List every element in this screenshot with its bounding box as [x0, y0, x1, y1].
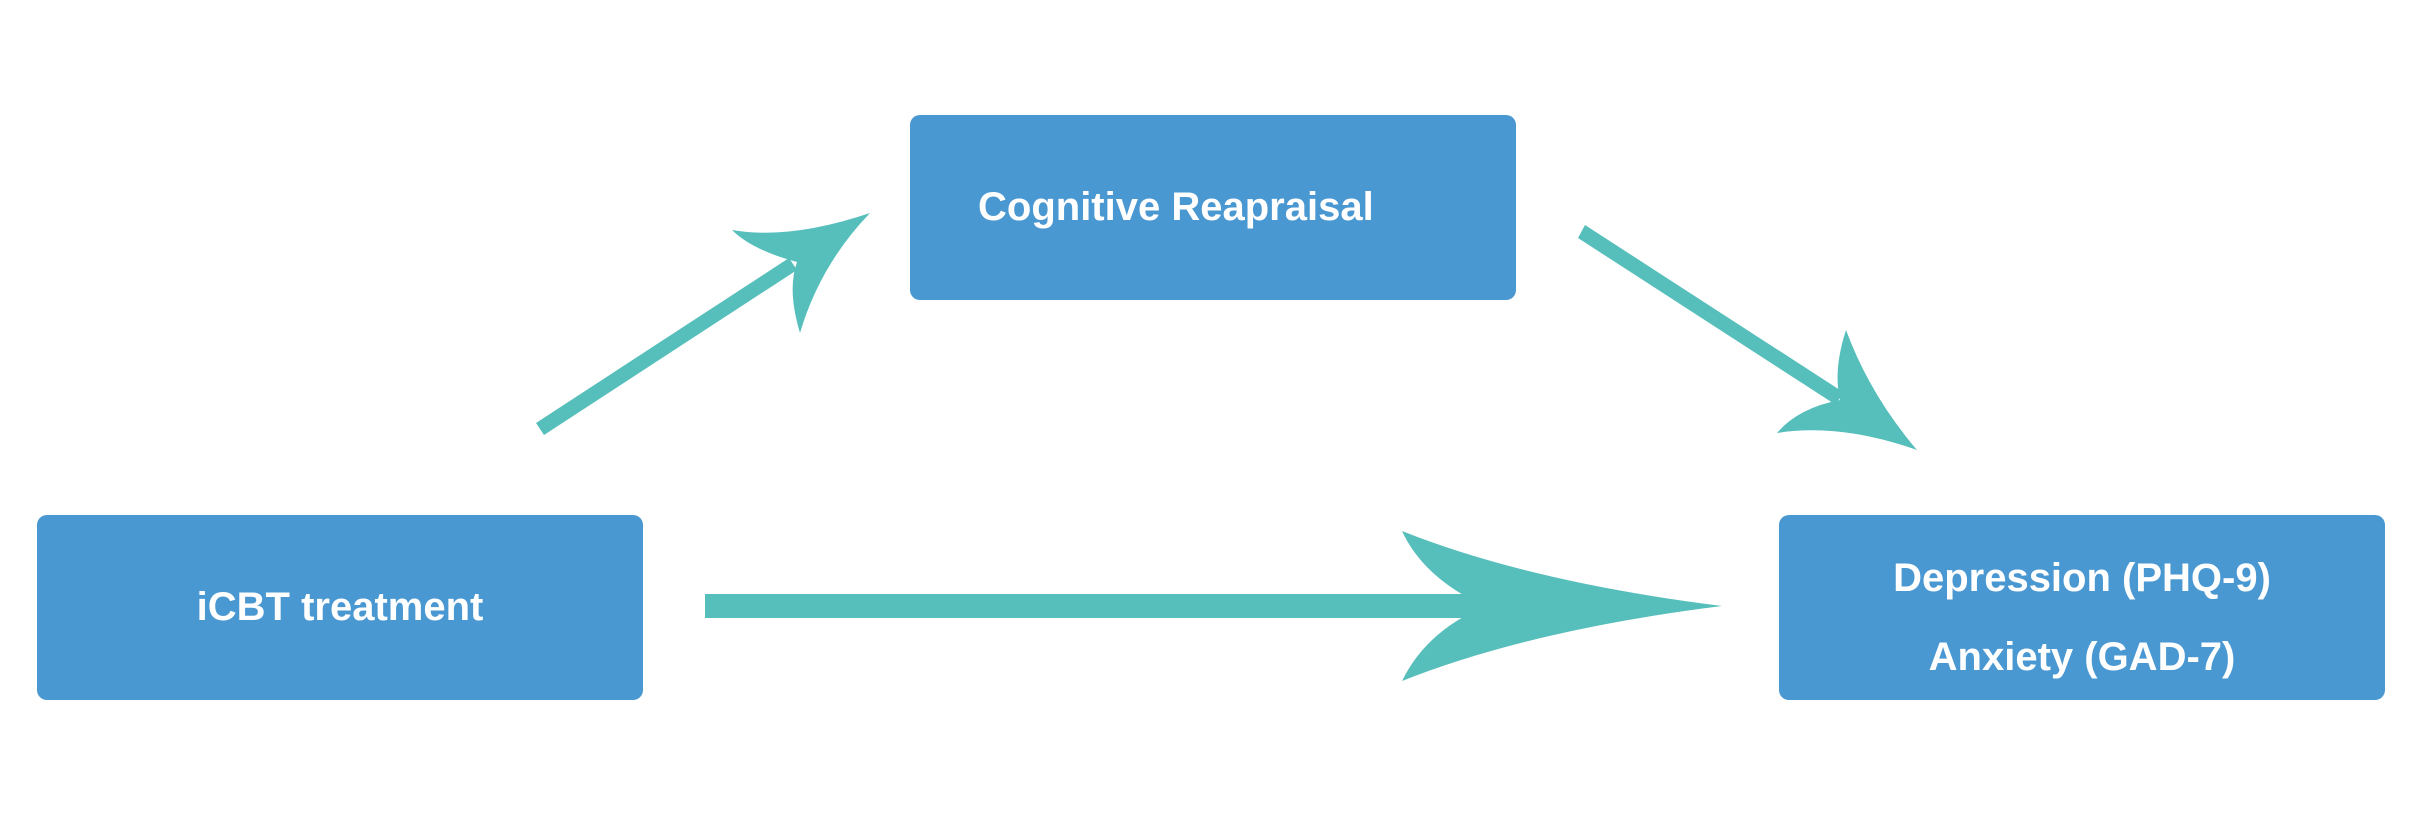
arrow-head — [1777, 330, 1917, 450]
node-label-depression: Depression (PHQ-9) — [1893, 556, 2271, 600]
node-outcomes: Depression (PHQ-9) Anxiety (GAD-7) — [1779, 515, 2385, 700]
arrow-head — [1402, 531, 1722, 681]
arrow-shaft — [1578, 225, 1843, 405]
arrow-shaft — [705, 594, 1475, 618]
node-label: Cognitive Reapraisal — [978, 185, 1374, 229]
node-cognitive-reappraisal: Cognitive Reapraisal — [910, 115, 1516, 300]
node-label: iCBT treatment — [196, 585, 484, 629]
arrow-shaft — [536, 258, 797, 435]
node-icbt-treatment: iCBT treatment — [37, 515, 643, 700]
arrow-mediator-to-outcomes — [1578, 225, 1917, 450]
arrow-head — [732, 213, 870, 333]
arrow-treatment-to-mediator — [536, 213, 870, 435]
arrow-treatment-to-outcomes — [705, 531, 1722, 681]
node-label-anxiety: Anxiety (GAD-7) — [1928, 635, 2236, 679]
